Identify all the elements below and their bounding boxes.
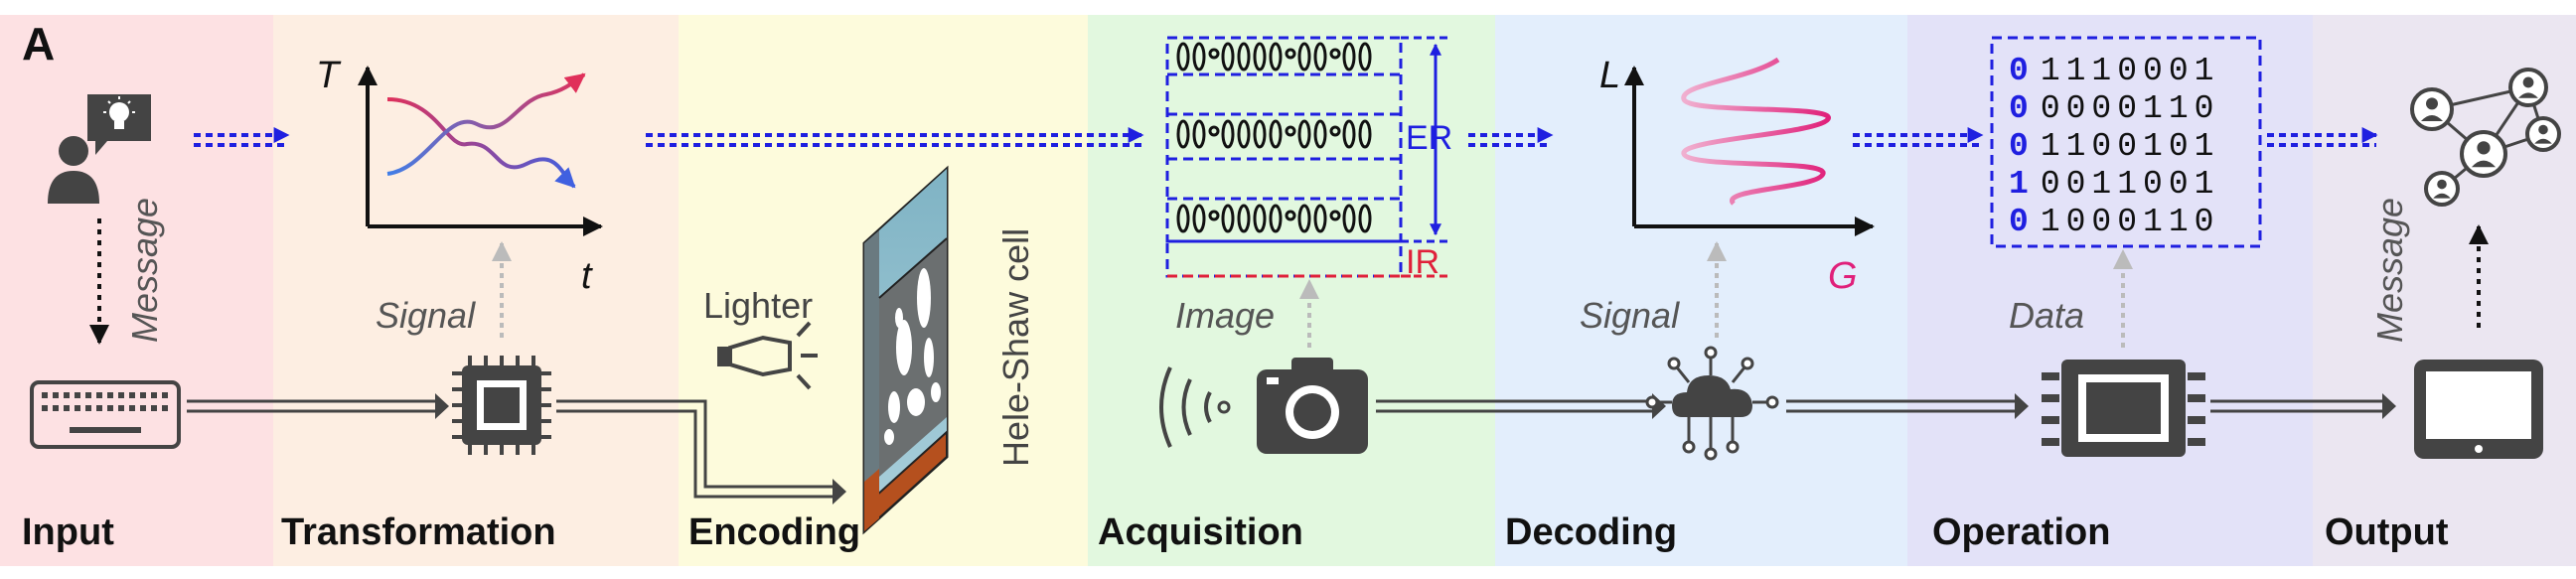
stage-label-acquisition: Acquisition bbox=[1098, 511, 1303, 553]
ir-label: IR bbox=[1406, 243, 1440, 281]
axis-L-label: L bbox=[1599, 55, 1620, 96]
stage-label-encoding: Encoding bbox=[688, 511, 860, 553]
double-arrow-processor-tablet bbox=[2210, 393, 2396, 419]
message-input-label: Message bbox=[124, 198, 165, 343]
network-people-icon bbox=[2410, 68, 2561, 207]
stage-label-operation: Operation bbox=[1932, 511, 2110, 553]
er-label: ER bbox=[1406, 119, 1452, 157]
hele-shaw-cell-icon bbox=[862, 165, 949, 535]
stage-bg-acquisition bbox=[1088, 15, 1495, 566]
cloud-network-icon bbox=[1645, 346, 1779, 461]
t-vs-t-plot: T t bbox=[316, 55, 603, 297]
processor-icon bbox=[2042, 360, 2205, 457]
stage-bg-transformation bbox=[273, 15, 679, 566]
axis-t-label: t bbox=[581, 255, 593, 297]
signal-transform-label: Signal bbox=[376, 295, 476, 336]
stage-bg-operation bbox=[1907, 15, 2313, 566]
flashlight-icon bbox=[717, 321, 818, 390]
double-arrow-cloud-processor bbox=[1786, 393, 2029, 419]
l-vs-g-plot: L G bbox=[1599, 55, 1875, 297]
panel-letter: A bbox=[22, 18, 55, 70]
signal-decode-label: Signal bbox=[1580, 295, 1680, 336]
stage-label-input: Input bbox=[22, 511, 114, 553]
message-output-label: Message bbox=[2369, 198, 2410, 343]
lighter-label: Lighter bbox=[703, 285, 813, 326]
image-strips bbox=[1165, 36, 1450, 278]
chip-icon bbox=[452, 356, 551, 455]
image-label: Image bbox=[1175, 295, 1275, 336]
tablet-icon bbox=[2414, 360, 2543, 459]
sound-waves-icon bbox=[1159, 366, 1231, 448]
stage-label-transformation: Transformation bbox=[281, 511, 556, 553]
user-lightbulb-icon bbox=[48, 94, 151, 204]
data-label: Data bbox=[2009, 295, 2084, 336]
stage-label-output: Output bbox=[2325, 511, 2449, 553]
double-arrow-keyboard-chip bbox=[187, 393, 449, 419]
keyboard-icon bbox=[30, 380, 181, 449]
camera-icon bbox=[1257, 358, 1368, 454]
axis-G-label: G bbox=[1828, 255, 1858, 297]
hele-shaw-label: Hele-Shaw cell bbox=[995, 228, 1036, 467]
bits-box bbox=[1990, 36, 2262, 248]
double-arrow-chip-cell bbox=[556, 399, 846, 505]
axis-T-label: T bbox=[316, 55, 342, 96]
stage-label-decoding: Decoding bbox=[1505, 511, 1677, 553]
